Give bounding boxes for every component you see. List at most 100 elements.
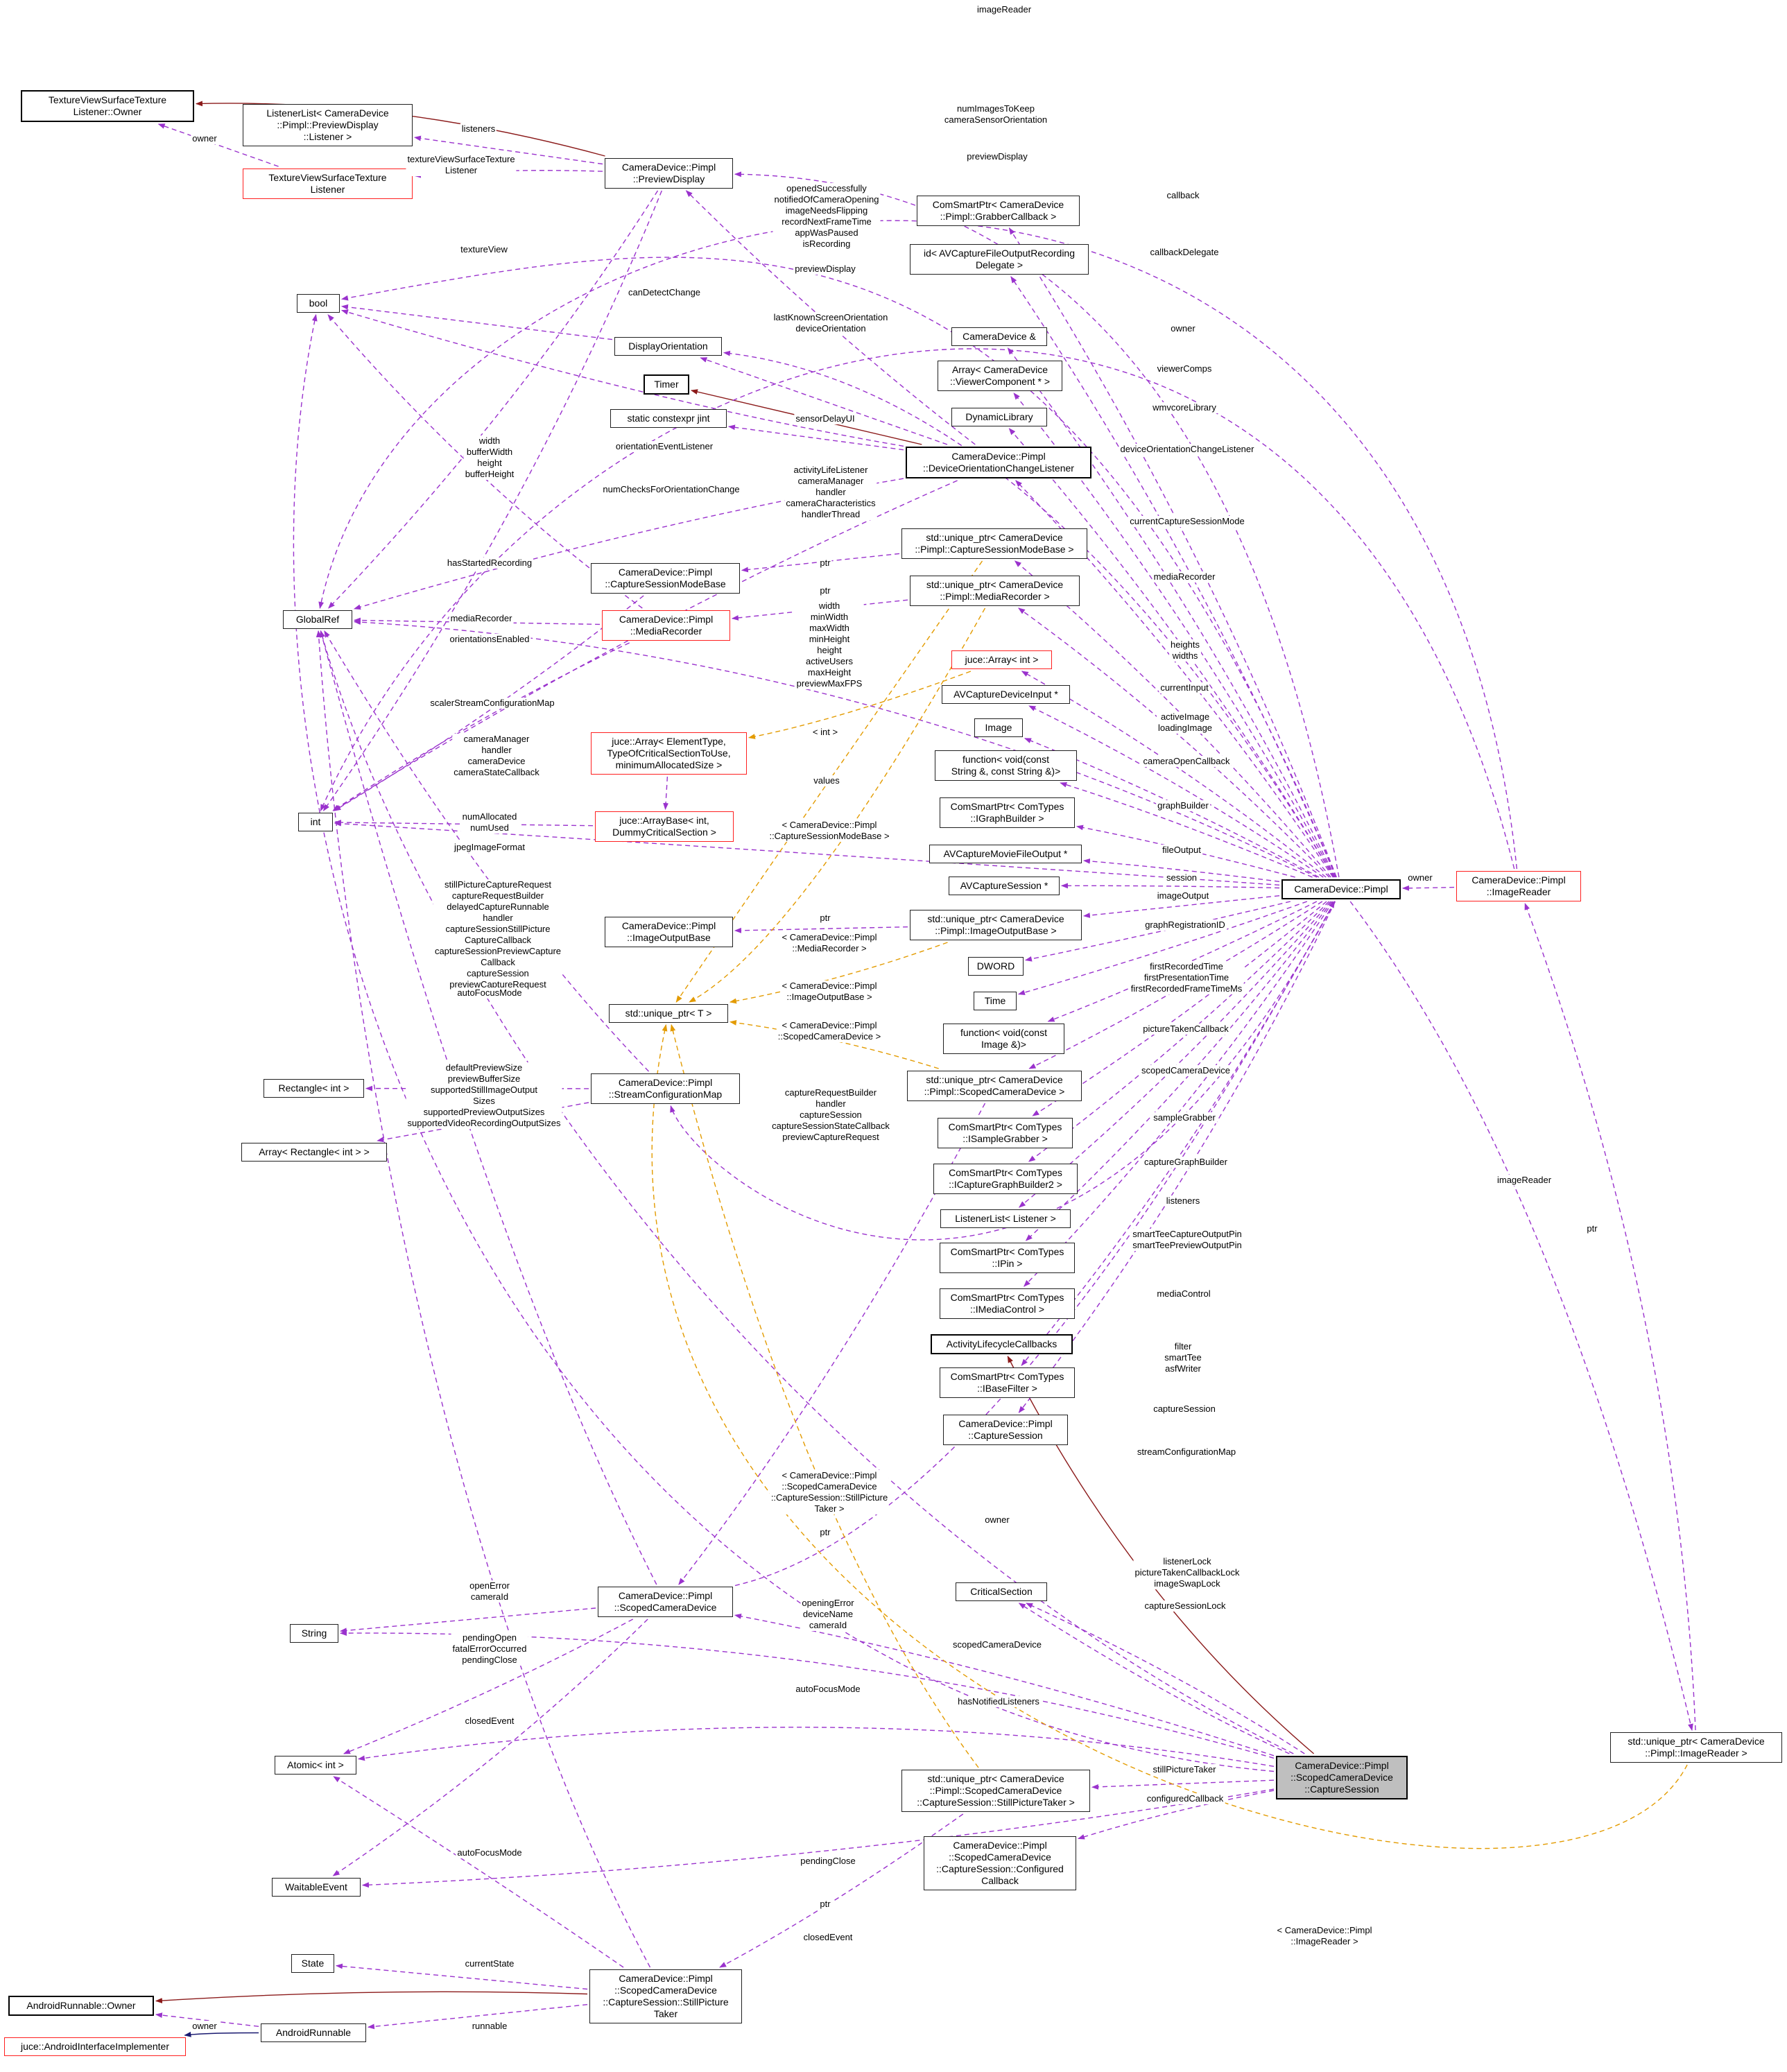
node-criticalSection[interactable]: CriticalSection bbox=[956, 1582, 1047, 1601]
edge-pimpl-to-bool bbox=[340, 257, 1337, 878]
edge-label: hasStartedRecording bbox=[445, 558, 534, 569]
node-juceArrayInt[interactable]: juce::Array< int > bbox=[951, 650, 1052, 669]
node-rectInt[interactable]: Rectangle< int > bbox=[264, 1079, 364, 1098]
node-cameraDeviceRef[interactable]: CameraDevice & bbox=[951, 327, 1047, 346]
edge-label: configuredCallback bbox=[1145, 1793, 1225, 1804]
edge-label: ptr bbox=[818, 558, 832, 569]
node-dynamicLibrary[interactable]: DynamicLibrary bbox=[951, 408, 1047, 426]
node-comIMediaControl[interactable]: ComSmartPtr< ComTypes::IMediaControl > bbox=[940, 1288, 1075, 1319]
edge-pimpl-to-avCaptureMovieFileOutput bbox=[1082, 858, 1280, 882]
node-uniqueMediaRecorder[interactable]: std::unique_ptr< CameraDevice::Pimpl::Me… bbox=[910, 576, 1080, 606]
node-juceArrayBase[interactable]: juce::ArrayBase< int,DummyCriticalSectio… bbox=[595, 811, 734, 842]
node-timer[interactable]: Timer bbox=[644, 374, 689, 395]
node-pimplCaptureSession[interactable]: CameraDevice::Pimpl::CaptureSession bbox=[943, 1415, 1068, 1445]
node-stillPictureTaker[interactable]: CameraDevice::Pimpl::ScopedCameraDevice:… bbox=[589, 1969, 742, 2023]
node-arrViewerComps[interactable]: Array< CameraDevice::ViewerComponent * > bbox=[938, 361, 1062, 391]
node-dword[interactable]: DWORD bbox=[968, 957, 1024, 976]
node-activityLifecycleCallbacks[interactable]: ActivityLifecycleCallbacks bbox=[931, 1334, 1073, 1354]
node-androidIfaceImpl[interactable]: juce::AndroidInterfaceImplementer bbox=[4, 2037, 186, 2056]
edge-uniqueCaptureSessionModeBase-to-uniquePtrT bbox=[675, 560, 983, 1003]
node-time[interactable]: Time bbox=[974, 992, 1017, 1010]
edge-label: listeners bbox=[1164, 1195, 1202, 1207]
node-comIPin[interactable]: ComSmartPtr< ComTypes::IPin > bbox=[940, 1243, 1075, 1273]
node-uniqueCaptureSessionModeBase[interactable]: std::unique_ptr< CameraDevice::Pimpl::Ca… bbox=[901, 528, 1087, 559]
node-scopedCameraDevice[interactable]: CameraDevice::Pimpl::ScopedCameraDevice bbox=[598, 1587, 733, 1617]
edge-deviceOrientationChangeListener-to-int bbox=[333, 480, 958, 811]
node-uniqueStillPictureTaker[interactable]: std::unique_ptr< CameraDevice::Pimpl::Sc… bbox=[901, 1770, 1090, 1812]
node-deviceOrientationChangeListener[interactable]: CameraDevice::Pimpl::DeviceOrientationCh… bbox=[906, 447, 1091, 478]
node-configuredCallback[interactable]: CameraDevice::Pimpl::ScopedCameraDevice:… bbox=[924, 1836, 1076, 1890]
edge-label: graphBuilder bbox=[1156, 800, 1210, 811]
node-listenerList[interactable]: ListenerList< CameraDevice::Pimpl::Previ… bbox=[243, 104, 413, 146]
node-imageReaderNode[interactable]: CameraDevice::Pimpl::ImageReader bbox=[1456, 871, 1581, 901]
node-captureSessionModeBase[interactable]: CameraDevice::Pimpl::CaptureSessionModeB… bbox=[591, 563, 740, 594]
node-mediaRecorder[interactable]: CameraDevice::Pimpl::MediaRecorder bbox=[602, 610, 730, 641]
edge-uniqueCaptureSessionModeBase-to-captureSessionModeBase bbox=[741, 553, 900, 573]
node-uniquePtrT[interactable]: std::unique_ptr< T > bbox=[609, 1004, 728, 1023]
edge-stillPictureTaker-to-globalRef bbox=[316, 630, 651, 1968]
node-uniqueImageReader[interactable]: std::unique_ptr< CameraDevice::Pimpl::Im… bbox=[1610, 1732, 1782, 1763]
edge-previewDisplay-to-tvstListener bbox=[413, 170, 603, 178]
edge-label: ptr bbox=[818, 585, 832, 596]
node-staticJint[interactable]: static constexpr jint bbox=[610, 409, 727, 428]
node-grabberCallback[interactable]: ComSmartPtr< CameraDevice::Pimpl::Grabbe… bbox=[917, 196, 1080, 226]
node-state[interactable]: State bbox=[291, 1954, 334, 1973]
edge-pimpl-to-uniqueImageReader bbox=[1349, 901, 1693, 1732]
node-uniqueImageOutputBase[interactable]: std::unique_ptr< CameraDevice::Pimpl::Im… bbox=[910, 910, 1082, 940]
node-comICaptureGraphBuilder2[interactable]: ComSmartPtr< ComTypes::ICaptureGraphBuil… bbox=[933, 1164, 1078, 1194]
node-androidRunnable[interactable]: AndroidRunnable bbox=[261, 2023, 366, 2042]
node-string[interactable]: String bbox=[290, 1624, 338, 1643]
node-image[interactable]: Image bbox=[974, 718, 1023, 737]
edge-label: session bbox=[1164, 872, 1199, 883]
node-previewDisplay[interactable]: CameraDevice::Pimpl::PreviewDisplay bbox=[605, 158, 733, 189]
node-androidRunnableOwner[interactable]: AndroidRunnable::Owner bbox=[8, 1996, 154, 2016]
node-uniqueScopedCameraDevice[interactable]: std::unique_ptr< CameraDevice::Pimpl::Sc… bbox=[907, 1071, 1082, 1101]
edge-label: wmvcoreLibrary bbox=[1151, 402, 1218, 413]
node-arrRectInt[interactable]: Array< Rectangle< int > > bbox=[241, 1143, 387, 1162]
node-avCaptureDeviceInput[interactable]: AVCaptureDeviceInput * bbox=[942, 685, 1070, 704]
edge-label: owner bbox=[1169, 323, 1197, 334]
edge-label: scopedCameraDevice bbox=[1140, 1065, 1232, 1076]
edge-scopedCameraDevice-to-atomicInt bbox=[343, 1618, 634, 1754]
node-juceArrayElement[interactable]: juce::Array< ElementType,TypeOfCriticalS… bbox=[591, 732, 747, 775]
node-comIBaseFilter[interactable]: ComSmartPtr< ComTypes::IBaseFilter > bbox=[940, 1367, 1075, 1398]
node-imageOutputBase[interactable]: CameraDevice::Pimpl::ImageOutputBase bbox=[605, 917, 733, 947]
node-avCaptureSession[interactable]: AVCaptureSession * bbox=[949, 877, 1060, 895]
edge-deviceOrientationChangeListener-to-displayOrientation bbox=[700, 357, 948, 445]
node-int[interactable]: int bbox=[298, 813, 333, 831]
edge-juceArrayElement-to-juceArrayBase bbox=[663, 776, 668, 811]
edge-imageReaderNode-to-int bbox=[320, 348, 1515, 870]
edge-label: previewDisplay bbox=[793, 264, 857, 275]
node-streamConfigMap[interactable]: CameraDevice::Pimpl::StreamConfiguration… bbox=[591, 1073, 740, 1104]
node-avCaptureMovieFileOutput[interactable]: AVCaptureMovieFileOutput * bbox=[929, 845, 1082, 863]
edge-label: autoFocusMode bbox=[456, 1847, 524, 1858]
edge-previewDisplay-to-globalRef bbox=[328, 190, 659, 609]
node-captureSessionGray[interactable]: CameraDevice::Pimpl::ScopedCameraDevice:… bbox=[1276, 1756, 1408, 1799]
node-waitableEvent[interactable]: WaitableEvent bbox=[272, 1878, 361, 1897]
edge-androidRunnable-to-androidRunnableOwner bbox=[155, 2012, 259, 2027]
node-globalRef[interactable]: GlobalRef bbox=[283, 610, 352, 629]
node-listenerListListener[interactable]: ListenerList< Listener > bbox=[940, 1209, 1071, 1228]
node-comISampleGrabber[interactable]: ComSmartPtr< ComTypes::ISampleGrabber > bbox=[938, 1118, 1073, 1148]
node-atomicInt[interactable]: Atomic< int > bbox=[275, 1756, 356, 1775]
edge-label: imageOutput bbox=[1155, 890, 1211, 901]
edge-label: captureGraphBuilder bbox=[1143, 1157, 1229, 1168]
node-displayOrientation[interactable]: DisplayOrientation bbox=[614, 337, 722, 356]
node-bool[interactable]: bool bbox=[297, 294, 340, 313]
edge-label: fileOutput bbox=[1161, 845, 1202, 856]
edge-mediaRecorder-to-globalRef bbox=[353, 617, 601, 625]
edge-label: values bbox=[812, 775, 841, 786]
node-comIGraphBuilder[interactable]: ComSmartPtr< ComTypes::IGraphBuilder > bbox=[940, 797, 1075, 828]
edge-juceArrayBase-to-int bbox=[334, 820, 594, 827]
node-pimpl[interactable]: CameraDevice::Pimpl bbox=[1281, 879, 1401, 899]
edge-label: numChecksForOrientationChange bbox=[601, 484, 741, 495]
